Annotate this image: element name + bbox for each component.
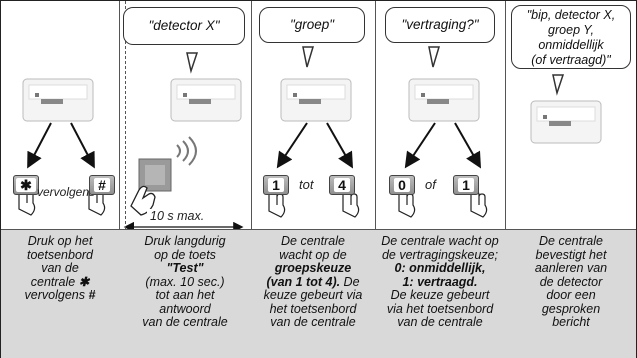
arrow-icon xyxy=(70,122,95,169)
key-1-delay: 1 xyxy=(453,175,479,195)
control-panel-icon xyxy=(530,100,602,144)
detector-icon xyxy=(138,158,172,192)
key-0-delay: 0 xyxy=(389,175,415,195)
speech-bubble-delay: "vertraging?" xyxy=(385,7,495,43)
radio-waves-icon xyxy=(176,136,197,166)
arrow-icon xyxy=(404,122,436,169)
hash-key: # xyxy=(89,175,115,195)
speech-bubble-group: "groep" xyxy=(259,7,365,43)
step-divider xyxy=(119,1,120,357)
speech-bubble-confirmation: "bip, detector X, groep Y, onmiddellijk … xyxy=(511,5,631,69)
caption-step-5: De centrale bevestigt het aanleren van d… xyxy=(534,234,608,329)
step-divider xyxy=(505,1,506,357)
caption-step-1: Druk op het toetsenbord van de centrale … xyxy=(24,234,96,302)
arrow-icon xyxy=(326,122,353,169)
caption-band xyxy=(1,229,636,358)
duration-label: 10 s max. xyxy=(147,209,208,223)
control-panel-icon xyxy=(22,78,94,122)
duration-marker xyxy=(125,1,126,229)
caption-step-2: Druk langdurig op de toets "Test" (max. … xyxy=(142,234,228,329)
caption-step-3: De centrale wacht op de groepskeuze (van… xyxy=(263,234,363,329)
key-1-group: 1 xyxy=(263,175,289,195)
caption-step-4: De centrale wacht op de vertragingskeuze… xyxy=(381,234,499,329)
step-divider xyxy=(251,1,252,357)
illustration-layer xyxy=(18,46,602,229)
or-label: of xyxy=(425,177,436,192)
speech-bubble-detector: "detector X" xyxy=(123,7,245,45)
control-panel-icon xyxy=(170,78,242,122)
then-label: vervolgens xyxy=(37,185,96,199)
step-divider xyxy=(375,1,376,357)
control-panel-icon xyxy=(408,78,480,122)
star-key: ✱ xyxy=(13,175,39,195)
to-label: tot xyxy=(299,177,314,192)
arrow-icon xyxy=(276,122,308,169)
arrow-icon xyxy=(454,122,481,169)
arrow-icon xyxy=(27,122,52,169)
star-symbol: ✱ xyxy=(78,274,90,289)
hash-symbol: # xyxy=(88,288,96,302)
control-panel-icon xyxy=(280,78,352,122)
key-4-group: 4 xyxy=(329,175,355,195)
